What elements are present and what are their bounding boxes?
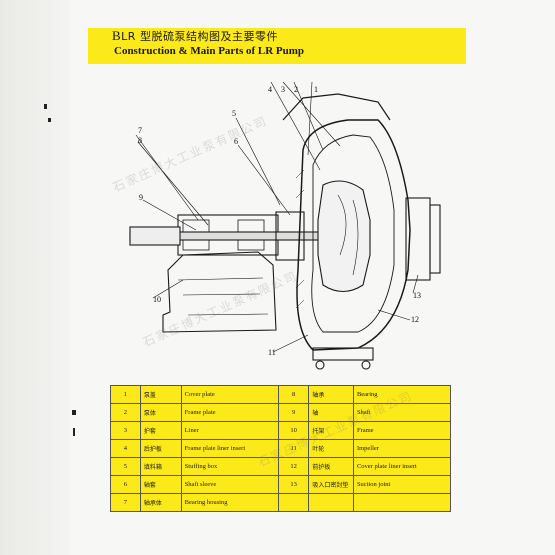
- part-name-en: Cover plate liner insert: [352, 457, 452, 476]
- part-number: 12: [277, 457, 310, 476]
- callout-5: 5: [232, 109, 236, 118]
- part-name-cn: 泵盖: [139, 385, 182, 404]
- pump-casing: [296, 119, 411, 351]
- part-number: 8: [277, 385, 310, 404]
- part-name-en: Suction joint: [352, 475, 452, 494]
- callout-7: 7: [138, 126, 142, 135]
- part-number: 13: [277, 475, 310, 494]
- callout-10: 10: [153, 295, 161, 304]
- part-number: 6: [110, 475, 141, 494]
- part-number: 5: [110, 457, 141, 476]
- edge-mark: [44, 104, 47, 109]
- stuffing-box: [275, 211, 305, 261]
- part-name-cn: 前护板: [308, 457, 354, 476]
- part-name-cn: 填料箱: [139, 457, 182, 476]
- pump-cross-section-drawing: 1 2 3 4 5 6 7 8 9 10 11 12 13: [129, 81, 441, 370]
- edge-mark: [73, 428, 75, 436]
- part-name-en: Frame plate: [180, 403, 279, 422]
- callout-9: 9: [139, 193, 143, 202]
- frame-outline: [162, 251, 277, 333]
- liner: [311, 134, 395, 333]
- title-chinese-text: LR 型脱硫泵结构图及主要零件: [121, 30, 278, 43]
- part-name-en: Shaft: [352, 403, 452, 422]
- callout-3: 3: [281, 85, 285, 94]
- edge-mark: [72, 410, 76, 415]
- part-name-cn: 后护板: [139, 439, 182, 458]
- title-prefix: B: [112, 28, 122, 43]
- page-edge-strip: [0, 0, 70, 555]
- part-name-en: Bearing housing: [180, 493, 279, 512]
- part-number: 9: [277, 403, 310, 422]
- discharge-outlet: [282, 93, 391, 121]
- part-name-en: Stuffing box: [180, 457, 279, 476]
- part-name-cn: [308, 493, 354, 512]
- callout-12: 12: [411, 315, 419, 324]
- part-name-en: Frame: [352, 421, 452, 440]
- part-name-en: Impeller: [352, 439, 452, 458]
- callout-4: 4: [268, 85, 272, 94]
- part-number: [277, 493, 310, 512]
- part-number: 3: [110, 421, 141, 440]
- title-band: [88, 28, 466, 64]
- callout-1: 1: [314, 85, 318, 94]
- part-number: 7: [110, 493, 141, 512]
- callout-13: 13: [413, 291, 421, 300]
- part-name-en: Liner: [180, 421, 279, 440]
- part-number: 10: [277, 421, 310, 440]
- part-name-cn: 叶轮: [308, 439, 354, 458]
- callout-6: 6: [234, 137, 238, 146]
- callout-11: 11: [268, 348, 276, 357]
- part-number: 4: [110, 439, 141, 458]
- part-name-en: Shaft sleeve: [180, 475, 279, 494]
- part-name-en: Frame plate liner insert: [180, 439, 279, 458]
- title-english: Construction & Main Parts of LR Pump: [114, 45, 305, 57]
- part-number: 11: [277, 439, 310, 458]
- callout-8: 8: [138, 136, 142, 145]
- part-name-cn: 轴套: [139, 475, 182, 494]
- impeller: [317, 180, 371, 293]
- part-name-cn: 泵体: [139, 403, 182, 422]
- part-name-cn: 护套: [139, 421, 182, 440]
- part-name-cn: 吸入口密封垫: [308, 475, 354, 494]
- part-number: 1: [110, 385, 141, 404]
- part-name-cn: 托架: [308, 421, 354, 440]
- edge-mark: [48, 118, 51, 122]
- part-name-cn: 轴: [308, 403, 354, 422]
- part-name-en: [352, 493, 452, 512]
- title-chinese: BLR 型脱硫泵结构图及主要零件: [112, 28, 278, 44]
- part-number: 2: [110, 403, 141, 422]
- part-name-en: Cover plate: [180, 385, 279, 404]
- part-name-cn: 轴承: [308, 385, 354, 404]
- part-name-en: Bearing: [352, 385, 452, 404]
- callout-2: 2: [294, 85, 298, 94]
- part-name-cn: 轴承体: [139, 493, 182, 512]
